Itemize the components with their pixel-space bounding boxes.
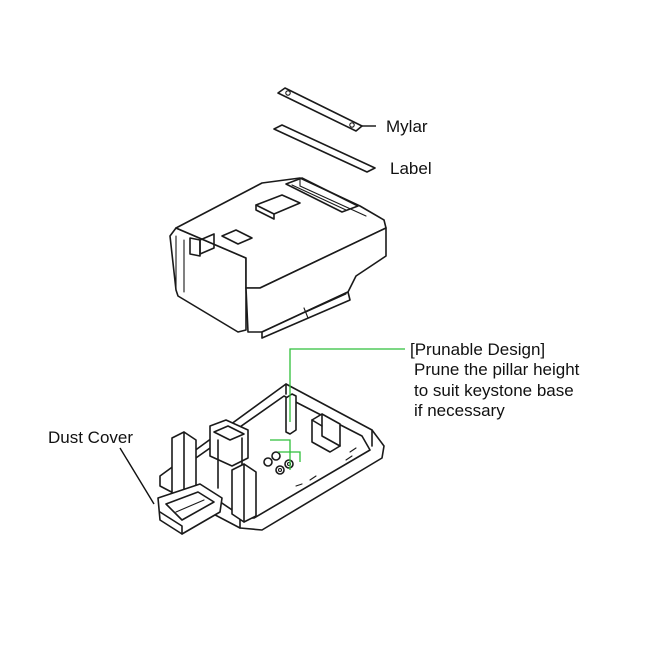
note-line-1: Prune the pillar height <box>414 360 580 380</box>
note-title: [Prunable Design] <box>410 340 546 359</box>
prunable-note: [Prunable Design] Prune the pillar heigh… <box>410 340 579 422</box>
dust-cover-label: Dust Cover <box>48 428 134 447</box>
dust-cover-leader <box>119 447 155 505</box>
note-line-3: if necessary <box>414 401 505 421</box>
label-label: Label <box>390 159 432 178</box>
prunable-callout <box>270 348 405 470</box>
note-line-2: to suit keystone base <box>414 380 574 400</box>
mylar-strip <box>277 87 363 132</box>
top-cover <box>169 177 387 339</box>
label-strip <box>273 124 376 173</box>
mylar-label: Mylar <box>386 117 428 136</box>
dust-cover-assembly <box>157 419 257 535</box>
